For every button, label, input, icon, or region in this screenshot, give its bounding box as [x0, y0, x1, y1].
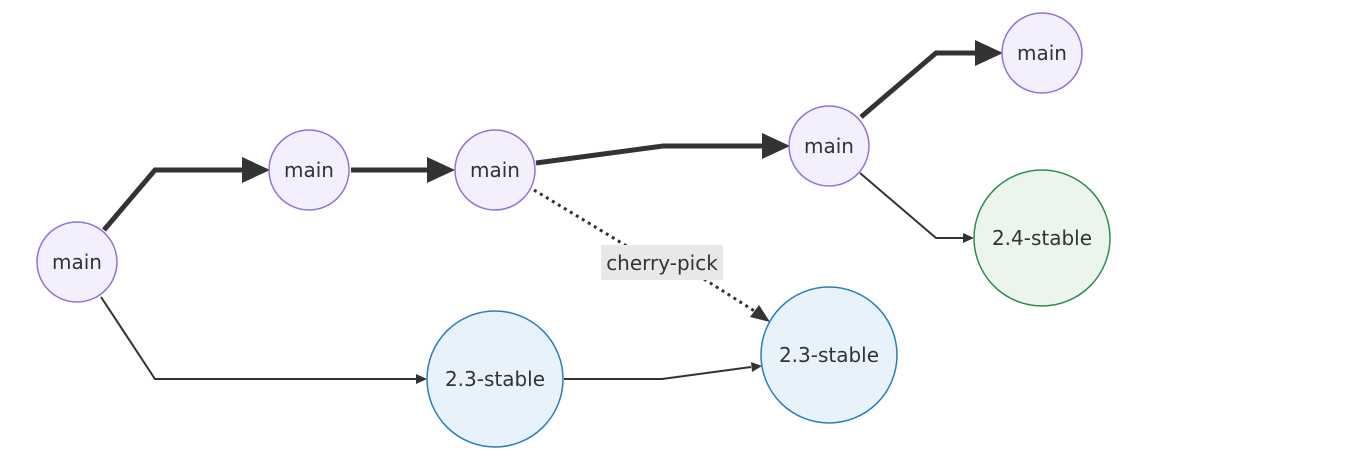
- commit-node-label: 2.3-stable: [779, 343, 879, 367]
- edge-n4-n8: [859, 172, 963, 239]
- commit-node-label: 2.4-stable: [992, 226, 1092, 250]
- commit-node-main-3[interactable]: main: [454, 129, 536, 211]
- commit-node-circle: [973, 169, 1111, 307]
- edge-n4-n5: [859, 50, 983, 119]
- commit-node-circle: [454, 129, 536, 211]
- edges-group: [100, 40, 1003, 384]
- commit-node-label: main: [284, 158, 334, 182]
- edge-n3-n7-arrowhead: [750, 305, 770, 322]
- edge-n1-n6: [100, 296, 416, 380]
- edge-n2-n3-arrowhead: [427, 157, 455, 183]
- edge-n6-n7-arrowhead: [751, 362, 762, 372]
- edge-n1-n6-arrowhead: [416, 374, 427, 384]
- commit-node-circle: [1001, 12, 1083, 94]
- commit-node-main-5[interactable]: main: [1001, 12, 1083, 94]
- commit-node-circle: [268, 129, 350, 211]
- edge-n6-n7: [564, 366, 752, 380]
- edge-label-cherry-pick: cherry-pick: [601, 245, 723, 280]
- commit-node-label: main: [52, 250, 102, 274]
- commit-node-2-3-stable-2[interactable]: 2.3-stable: [760, 286, 898, 424]
- commit-node-main-1[interactable]: main: [36, 221, 118, 303]
- edge-n3-n7-cherry-pick-lower: [703, 277, 757, 314]
- commit-node-label: 2.3-stable: [445, 367, 545, 391]
- edge-n4-n8-arrowhead: [963, 233, 974, 243]
- commit-node-circle: [36, 221, 118, 303]
- edge-n1-n2-arrowhead: [242, 157, 270, 183]
- commit-node-2-4-stable[interactable]: 2.4-stable: [973, 169, 1111, 307]
- commit-node-circle: [788, 105, 870, 187]
- edge-n1-n2: [102, 167, 250, 232]
- edge-label-background: [601, 245, 723, 280]
- edge-label-text: cherry-pick: [606, 251, 718, 275]
- commit-node-circle: [760, 286, 898, 424]
- edge-n4-n5-arrowhead: [975, 40, 1003, 66]
- commit-node-main-2[interactable]: main: [268, 129, 350, 211]
- commit-node-main-4[interactable]: main: [788, 105, 870, 187]
- nodes-group: main main main main main 2.3-stable 2.3-…: [36, 12, 1111, 448]
- commit-node-label: main: [1017, 41, 1067, 65]
- commit-node-2-3-stable-1[interactable]: 2.3-stable: [426, 310, 564, 448]
- edge-n3-n4: [535, 143, 770, 166]
- edge-n3-n7-cherry-pick: [533, 188, 631, 250]
- commit-node-label: main: [470, 158, 520, 182]
- commit-node-circle: [426, 310, 564, 448]
- edge-n3-n4-arrowhead: [762, 133, 790, 159]
- commit-node-label: main: [804, 134, 854, 158]
